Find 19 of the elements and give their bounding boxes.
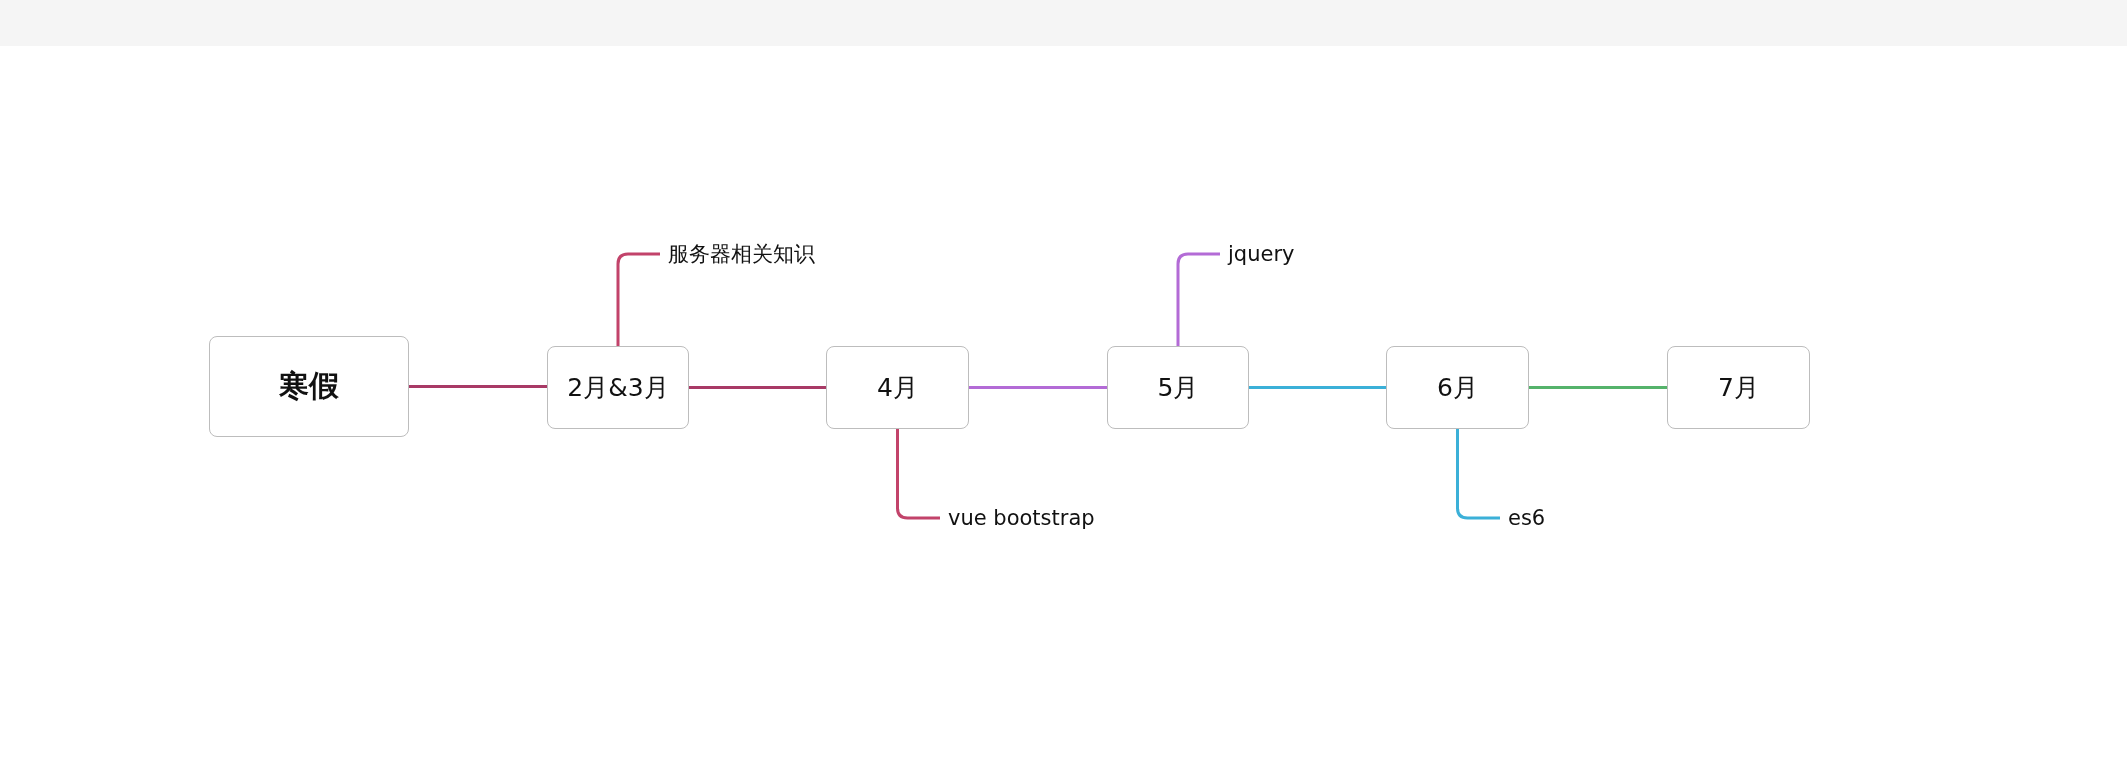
- connector-line: [969, 386, 1107, 389]
- connector-line: [409, 385, 547, 388]
- topic-box: 6月: [1386, 346, 1529, 429]
- connector-line: [1249, 386, 1386, 389]
- topic-box: 寒假: [209, 336, 409, 437]
- topic-label: es6: [1508, 504, 1546, 532]
- topic-box: 4月: [826, 346, 969, 429]
- topic-box: 5月: [1107, 346, 1249, 429]
- connector-line: [616, 252, 660, 346]
- topic-box: 2月&3月: [547, 346, 689, 429]
- connector-line: [689, 386, 826, 389]
- connector-line: [896, 429, 940, 520]
- topic-label: vue bootstrap: [948, 504, 1095, 532]
- connector-line: [1176, 252, 1220, 346]
- topic-box: 7月: [1667, 346, 1810, 429]
- connector-line: [1456, 429, 1500, 520]
- connector-line: [1529, 386, 1667, 389]
- topic-label: jquery: [1228, 240, 1295, 268]
- topic-label: 服务器相关知识: [668, 240, 815, 268]
